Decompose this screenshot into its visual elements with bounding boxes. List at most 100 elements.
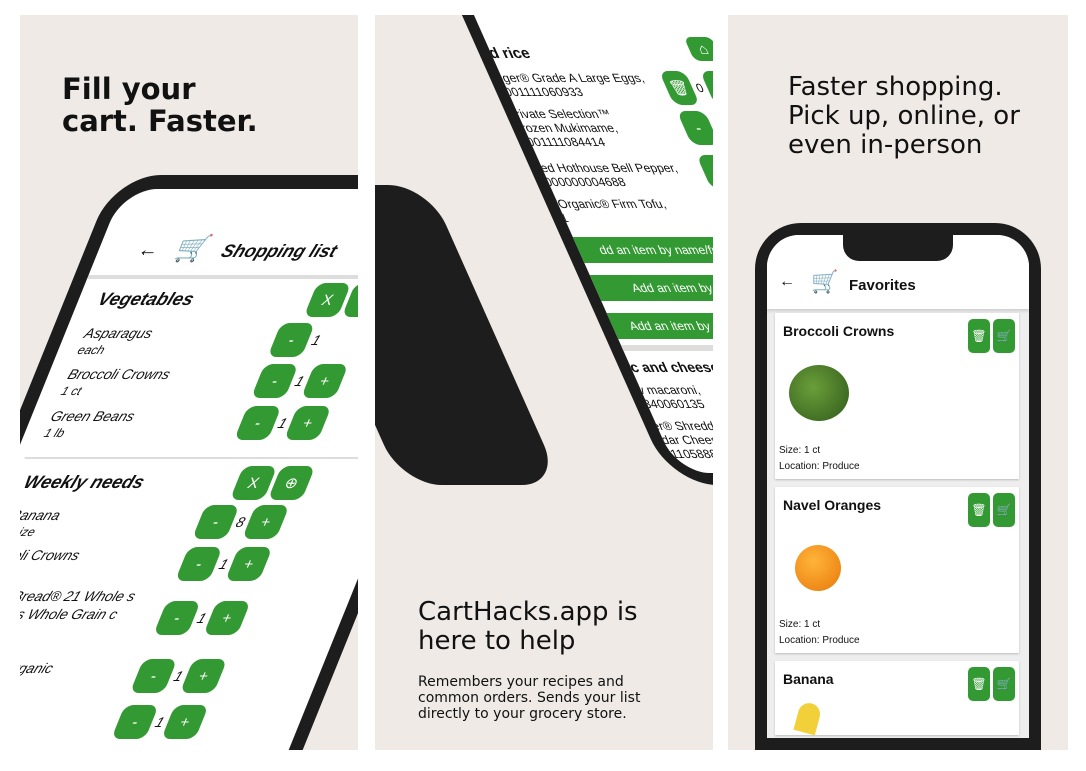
panel-fill-your-cart: Fill your cart. Faster. ← 🛒 Shopping lis… (20, 15, 358, 750)
item-location: Location: Produce (779, 461, 860, 472)
item-name: roccoli Crowns (20, 547, 83, 563)
quantity-stepper[interactable]: -8+ (191, 505, 290, 539)
increment-button[interactable]: + (283, 406, 332, 440)
add-by-name-button[interactable]: dd an item by name/from favs (552, 237, 713, 263)
quantity-stepper[interactable]: 🗑0+ (658, 71, 713, 105)
decrement-button[interactable]: - (191, 505, 240, 539)
page-title: Favorites (849, 277, 916, 294)
quantity-stepper[interactable]: -1 (267, 323, 327, 357)
list-item: -1+ (20, 705, 307, 745)
decrement-button[interactable]: - (111, 705, 159, 739)
phone-notch (843, 235, 953, 261)
decrement-button[interactable]: - (267, 323, 316, 357)
broccoli-image (789, 365, 849, 421)
list-item: Kroger® Shredded Sharp Cheddar Cheese,00… (624, 419, 713, 461)
item-size: 1 lb (41, 426, 67, 440)
item-name: Kroger® Shredded Sharp Cheddar Cheese, (623, 419, 713, 447)
cart-logo-icon: 🛒 (171, 233, 216, 263)
decrement-button[interactable]: - (153, 601, 201, 635)
item-name: Banana (20, 507, 64, 523)
item-code: 0001111058881 (636, 447, 713, 461)
panel-carthacks: ed rice ⌂ roger® Grade A Large Eggs,0001… (375, 15, 713, 750)
quantity-stepper[interactable]: -1+ (111, 705, 209, 739)
item-name: Broccoli Crowns (783, 323, 895, 339)
phone-edge (375, 185, 562, 485)
item-name: Banana (783, 671, 834, 687)
favorite-card: Banana 🗑🛒 (775, 661, 1019, 736)
increment-button[interactable]: + (179, 659, 228, 693)
favorite-card: Broccoli Crowns 🗑🛒 Size: 1 ct Location: P… (775, 313, 1019, 479)
list-item: Broccoli Crowns 1 ct -1+ (36, 364, 358, 406)
item-name: roger® Grade A Large Eggs, (488, 71, 647, 85)
basket-icon[interactable]: ⌂ (683, 37, 713, 61)
add-to-cart-icon[interactable]: 🛒 (993, 667, 1015, 701)
item-name: Broccoli Crowns (65, 366, 173, 382)
quantity-stepper[interactable]: -1+ (233, 406, 332, 440)
decrement-button[interactable]: - (174, 547, 223, 581)
item-code: 0001111084414 (517, 135, 608, 149)
add-to-cart-icon[interactable]: 🛒 (993, 493, 1015, 527)
decrement-button[interactable]: - (129, 659, 178, 693)
item-name: 's Killer Bread® 21 Whole s and Seeds Wh… (20, 588, 139, 622)
add-by-barcode-button[interactable]: Add an item by barcode (569, 275, 713, 301)
cart-logo-icon: 🛒 (811, 269, 839, 294)
shopping-list-screen: ← 🛒 Shopping list Vegetables X ⊕ Asparag… (20, 189, 358, 750)
item-size: each (75, 343, 108, 357)
headline: Faster shopping. Pick up, online, or eve… (788, 72, 1020, 160)
quantity-stepper[interactable]: -1+ (153, 601, 251, 635)
list-item: h Organic® Firm Tofu,41 (545, 197, 713, 225)
add-by-search-button[interactable]: Add an item by searching the store (586, 313, 713, 339)
trash-icon[interactable]: 🗑 (968, 667, 990, 701)
headline: Fill your cart. Faster. (62, 72, 258, 138)
decrement-button[interactable]: - (676, 111, 713, 145)
increment-button[interactable]: + (300, 364, 349, 398)
header-divider (86, 275, 358, 279)
item-name: Red Hothouse Bell Pepper, (528, 161, 680, 175)
quantity: 1 (309, 332, 324, 348)
quantity-stepper[interactable]: -1+ (129, 659, 228, 693)
item-meta: Size: 1 ct Location: Produce (779, 443, 860, 475)
increment-button[interactable]: + (160, 705, 209, 739)
trash-icon[interactable]: 🗑 (968, 493, 990, 527)
list-item: er Bread® Organic Roof! Bread -1+ (20, 659, 325, 699)
section-divider (24, 457, 358, 459)
favorites-screen: ← 🛒 Favorites Broccoli Crowns 🗑🛒 Size: 1… (767, 235, 1029, 738)
item-name: Green Beans (48, 408, 138, 424)
item-code: 0000000004688 (535, 175, 629, 189)
quantity-stepper[interactable]: -1+ (174, 547, 273, 581)
add-to-cart-icon[interactable]: 🛒 (993, 319, 1015, 353)
quantity-stepper[interactable]: -1+ (250, 364, 349, 398)
item-name: er Bread® Organic Roof! Bread (20, 660, 56, 676)
increment-button[interactable]: + (241, 505, 290, 539)
item-code: 0003340060135 (614, 397, 708, 411)
section-title: Vegetables (94, 289, 198, 309)
increment-button[interactable]: + (202, 601, 251, 635)
item-size: no size (20, 525, 38, 539)
quantity-stepper[interactable]: -1+ (676, 111, 713, 145)
section-title: Mac and cheese (607, 359, 713, 375)
item-location: Location: Produce (779, 635, 860, 646)
list-item: Banana no size -8+ (20, 505, 358, 547)
item-name: h Organic® Firm Tofu, (544, 197, 669, 211)
item-name: Asparagus (81, 325, 156, 341)
item-code: 41 (551, 211, 571, 225)
back-arrow-icon[interactable]: ← (134, 239, 164, 261)
list-item: roger® Grade A Large Eggs,0001111060933 (489, 71, 671, 99)
back-arrow-icon[interactable]: ← (779, 273, 795, 290)
item-size: Size: 1 ct (779, 445, 821, 456)
trash-icon[interactable]: 🗑 (968, 319, 990, 353)
description: Remembers your recipes and common orders… (418, 674, 641, 722)
section-divider (590, 345, 713, 351)
phone-favorites: ← 🛒 Favorites Broccoli Crowns 🗑🛒 Size: 1… (755, 223, 1041, 750)
panel-faster-shopping: Faster shopping. Pick up, online, or eve… (728, 15, 1068, 750)
list-item: Private Selection™ Frozen Mukimame,00011… (505, 107, 664, 149)
item-name: Private Selection™ Frozen Mukimame, (504, 107, 621, 135)
list-item: Asparagus each -1 (52, 323, 358, 365)
item-size: 1 ct (58, 384, 84, 398)
decrement-button[interactable]: - (233, 406, 282, 440)
increment-button[interactable]: + (224, 547, 273, 581)
section-title: ed rice (477, 45, 534, 62)
decrement-button[interactable]: - (250, 364, 299, 398)
